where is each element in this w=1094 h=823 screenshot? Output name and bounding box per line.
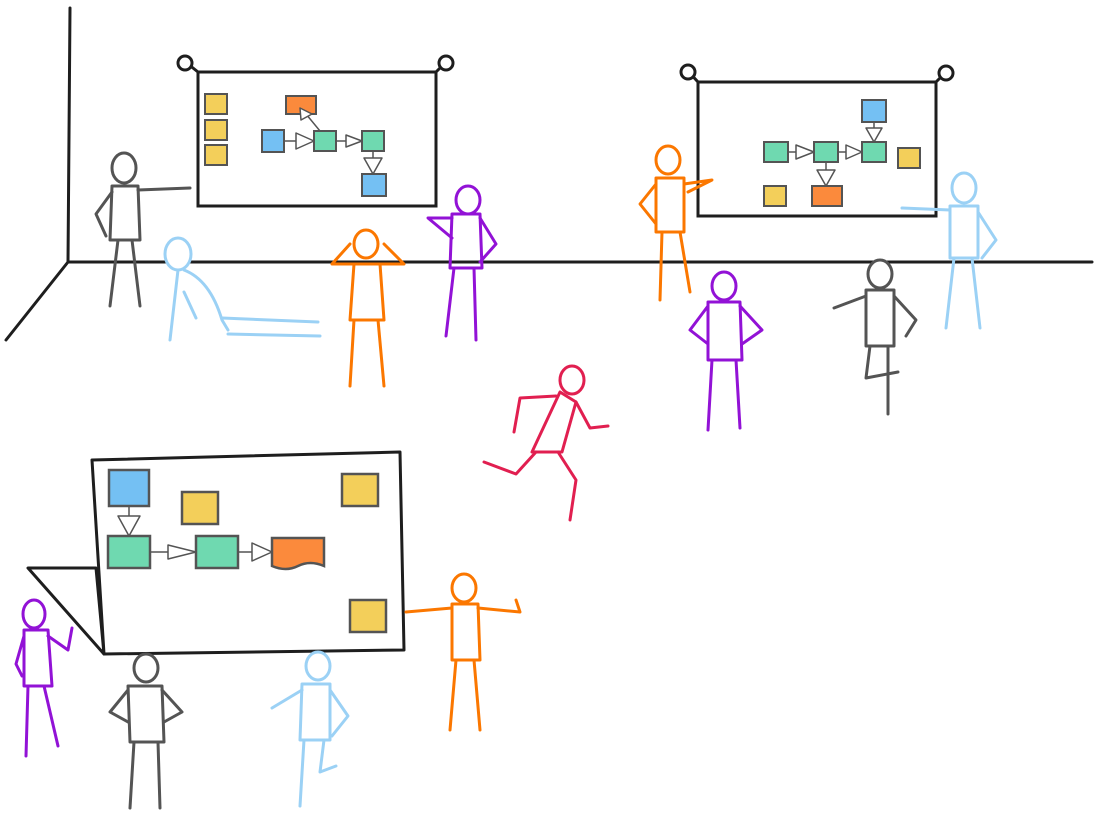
flow-arrows bbox=[283, 107, 383, 175]
flow-arrows bbox=[117, 505, 273, 562]
flow-node-blue bbox=[107, 468, 151, 508]
flow-arrows bbox=[787, 121, 883, 187]
flow-node-blue bbox=[261, 129, 285, 153]
flow-node-green bbox=[861, 141, 887, 163]
sticky-note bbox=[348, 598, 388, 634]
sticky-note bbox=[204, 93, 228, 115]
flow-node-green bbox=[194, 534, 240, 570]
person-grey-right bbox=[832, 258, 918, 416]
flow-node-green bbox=[106, 534, 152, 570]
sticky-note bbox=[763, 185, 787, 207]
person-blue-bottom bbox=[270, 650, 350, 808]
person-grey-bottom bbox=[108, 652, 184, 810]
flow-node-green bbox=[361, 130, 385, 152]
sticky-note bbox=[180, 490, 220, 526]
sticky-note bbox=[340, 472, 380, 508]
sticky-note bbox=[204, 144, 228, 166]
flow-node-green bbox=[813, 141, 839, 163]
room-walls bbox=[4, 6, 1094, 342]
left-wall-edge bbox=[66, 6, 72, 264]
person-purple-standing bbox=[426, 184, 498, 342]
board-mounts bbox=[679, 63, 955, 84]
sticky-note bbox=[897, 147, 921, 169]
person-orange-thinking bbox=[330, 228, 406, 388]
person-orange-presenter bbox=[638, 144, 714, 302]
flow-node-blue bbox=[861, 99, 887, 123]
flow-node-orange bbox=[811, 185, 843, 207]
board-bottom-left bbox=[26, 450, 406, 656]
person-blue-sitting bbox=[163, 236, 322, 342]
person-purple-center bbox=[688, 270, 764, 432]
floor-corner-edge bbox=[4, 260, 70, 342]
flow-node-green bbox=[763, 141, 789, 163]
board-mount-left bbox=[176, 54, 455, 74]
person-blue-presenter bbox=[900, 171, 998, 330]
sticky-note bbox=[204, 119, 228, 141]
person-orange-bottom bbox=[404, 572, 522, 732]
board-frame bbox=[90, 450, 406, 656]
flow-node-green bbox=[313, 130, 337, 152]
board-top-left bbox=[176, 54, 455, 208]
flow-node-blue bbox=[361, 173, 387, 197]
person-red-running bbox=[482, 364, 610, 522]
person-grey-presenter bbox=[94, 151, 192, 308]
person-purple-bottom bbox=[14, 598, 74, 758]
board-top-right bbox=[679, 63, 955, 218]
flow-node-orange bbox=[270, 536, 326, 571]
